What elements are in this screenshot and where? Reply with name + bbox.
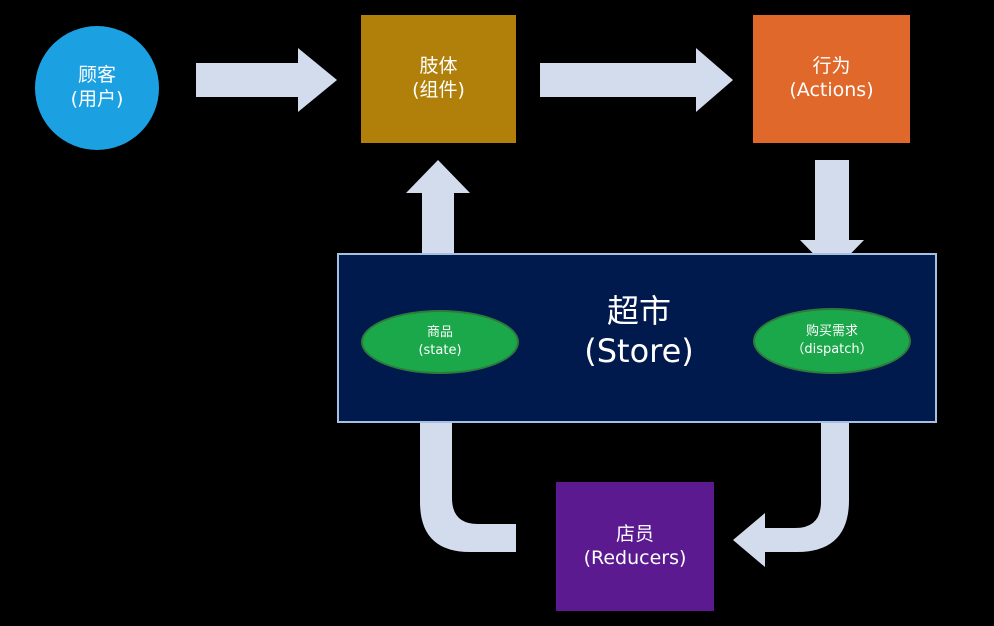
reducers-node: 店员 (Reducers) [556,482,714,611]
component-sublabel: (组件) [412,79,465,101]
arrow-reducers-to-state [405,381,516,552]
actions-node: 行为 (Actions) [753,15,910,143]
arrow-component-to-actions [540,48,733,112]
arrow-customer-to-component [196,48,337,112]
state-label: 商品 [426,325,453,341]
customer-node: 顾客 (用户) [35,26,159,150]
store-node: 商品 (state) 超市 (Store) 购买需求 （dispatch） [337,253,937,423]
customer-sublabel: (用户) [70,88,124,110]
store-title: 超市 (Store) [539,291,739,371]
dispatch-label: 购买需求 [805,324,858,340]
reducers-sublabel: (Reducers) [583,546,687,569]
arrow-actions-to-store [800,160,864,273]
state-sublabel: (state) [418,343,462,358]
actions-label: 行为 [812,55,851,78]
arrow-store-to-component [406,160,470,272]
arrow-dispatch-to-reducers [733,402,849,567]
component-node: 肢体 (组件) [361,15,516,143]
dispatch-oval: 购买需求 （dispatch） [753,308,911,374]
component-label: 肢体 [419,55,458,78]
actions-sublabel: (Actions) [789,79,874,101]
store-sublabel: (Store) [584,332,694,370]
reducers-label: 店员 [615,522,654,545]
state-oval: 商品 (state) [361,310,519,374]
dispatch-sublabel: （dispatch） [791,342,873,357]
store-label: 超市 [606,292,671,330]
customer-label: 顾客 [77,64,116,87]
